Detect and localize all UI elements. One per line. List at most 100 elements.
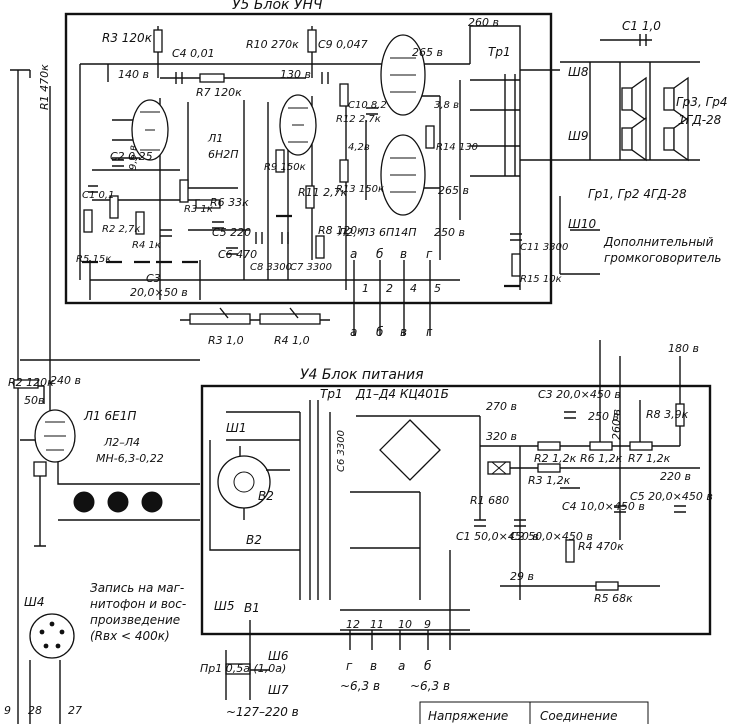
power-transformer: Тр1 bbox=[309, 387, 343, 600]
label-c3-value: 20,0×50 в bbox=[130, 286, 188, 299]
amplifier-block-title: У5 Блок УНЧ bbox=[232, 0, 323, 13]
label-r12: R12 2,7к bbox=[336, 114, 381, 125]
bus-letter-b: б bbox=[376, 247, 384, 261]
edge-pin-28: 28 bbox=[28, 704, 42, 717]
label-c2: C2 0,25 bbox=[110, 150, 153, 163]
bus-letter-b-bottom: б bbox=[376, 325, 384, 339]
label-v63a: ~6,3 в bbox=[340, 679, 380, 693]
label-r3-pot: R3 1,0 bbox=[208, 334, 244, 347]
label-c4: C4 0,01 bbox=[172, 47, 215, 60]
out-letter-v: в bbox=[370, 659, 377, 673]
bus-letter-a: а bbox=[350, 247, 357, 261]
edge-pin-9: 9 bbox=[4, 704, 11, 717]
label-c11: C11 3300 bbox=[520, 242, 568, 253]
power-labels: R1 680 R2 1,2к R3 1,2к R4 470к R5 68к R6… bbox=[456, 342, 713, 605]
speaker-section: C1 1,0 Гр3, Гр4 1ГД-28 Гр1, Гр2 4ГД-28 Ш… bbox=[559, 19, 728, 275]
speaker-gr4-cone-icon bbox=[673, 116, 689, 162]
label-b1: В1 bbox=[244, 601, 260, 615]
tube-l1-section-b bbox=[279, 94, 317, 156]
label-v270: 270 в bbox=[486, 400, 517, 413]
tube-l1 bbox=[131, 99, 169, 161]
label-tr1-amp: Тр1 bbox=[488, 45, 511, 59]
label-v250a: 250 в bbox=[434, 226, 465, 239]
speaker-gr1-cone-icon bbox=[631, 76, 647, 122]
note-extra-speaker-2: громкоговоритель bbox=[604, 251, 722, 265]
amplifier-labels: R3 120к C4 0,01 R10 270к C9 0,047 140 в … bbox=[38, 16, 568, 347]
amplifier-block-frame bbox=[64, 12, 553, 305]
volume-tone-pots bbox=[180, 307, 330, 325]
note-record-2: нитофон и вос- bbox=[90, 597, 186, 611]
bus-number-5: 5 bbox=[434, 282, 441, 295]
label-ind-r2: R2 120к bbox=[8, 376, 54, 389]
label-r10: R10 270к bbox=[246, 38, 299, 51]
label-psu-r7: R7 1,2к bbox=[628, 452, 671, 465]
label-fuse: Пр1 0,5а (1,0а) bbox=[200, 662, 286, 675]
label-gr34-type: 1ГД-28 bbox=[678, 113, 722, 127]
note-record-4: (Rвх < 400к) bbox=[90, 629, 170, 643]
bus-letter-v: в bbox=[400, 247, 407, 261]
pin-11: 11 bbox=[370, 618, 384, 631]
note-extra-speaker-1: Дополнительный bbox=[603, 235, 714, 249]
label-v96: 9,6 в bbox=[128, 145, 139, 170]
label-v265: 265 в bbox=[412, 46, 443, 59]
amplifier-grounds bbox=[82, 214, 520, 288]
label-sh7: Ш7 bbox=[268, 683, 289, 697]
label-psu-c2: C2 50,0×450 в bbox=[510, 530, 593, 543]
speaker-gr1-icon bbox=[621, 87, 633, 111]
label-v130: 130 в bbox=[280, 68, 311, 81]
edge-pin-27: 27 bbox=[68, 704, 82, 717]
label-r1: R1 470к bbox=[38, 64, 51, 110]
neon-lamp-l2-icon bbox=[73, 491, 95, 513]
label-l1: Л1 bbox=[207, 132, 223, 145]
power-components bbox=[474, 403, 686, 591]
label-sh5: Ш5 bbox=[214, 599, 234, 613]
label-v29: 29 в bbox=[510, 570, 534, 583]
label-b2-winding: В2 bbox=[246, 533, 262, 547]
label-diodes: Д1–Д4 КЦ401Б bbox=[355, 387, 449, 401]
bridge-rectifier: Д1–Д4 КЦ401Б C6 3300 bbox=[336, 387, 449, 481]
table-header-voltage: Напряжение bbox=[428, 709, 508, 723]
label-r3-top: R3 120к bbox=[102, 31, 153, 45]
label-c3: C3 bbox=[146, 272, 161, 285]
neon-lamp-l4-icon bbox=[141, 491, 163, 513]
label-psu-r6: R6 1,2к bbox=[580, 452, 623, 465]
power-block-title: У4 Блок питания bbox=[300, 367, 424, 383]
label-v240: 240 в bbox=[50, 374, 81, 387]
label-r6: R6 33к bbox=[210, 196, 249, 209]
label-v320: 320 в bbox=[486, 430, 517, 443]
voltage-selector-switch: Ш1 В2 В2 В1 Ш5 bbox=[214, 421, 290, 615]
label-sh10: Ш10 bbox=[568, 217, 596, 231]
tube-l2 bbox=[380, 34, 426, 116]
label-c9: C9 0,047 bbox=[318, 38, 368, 51]
bus-letter-v-bottom: в bbox=[400, 325, 407, 339]
label-r7: R7 120к bbox=[196, 86, 242, 99]
label-c5: C5 220 bbox=[212, 226, 251, 239]
speaker-gr3-icon bbox=[663, 87, 675, 111]
label-v265b: 265 в bbox=[438, 184, 469, 197]
label-tr1-psu: Тр1 bbox=[320, 387, 343, 401]
label-r4-1k: R4 1к bbox=[132, 240, 161, 251]
label-c7: C7 3300 bbox=[290, 262, 332, 273]
label-ind-50v: 50в bbox=[24, 394, 44, 407]
label-6e1p: Л1 6Е1П bbox=[83, 409, 136, 423]
label-psu-r5: R5 68к bbox=[594, 592, 633, 605]
power-wiring bbox=[209, 340, 700, 650]
label-c10: C10 8,2 bbox=[348, 100, 387, 111]
label-r5: R5 15к bbox=[76, 254, 111, 265]
bus-letter-g: г bbox=[426, 247, 433, 261]
neon-lamp-l3-icon bbox=[107, 491, 129, 513]
label-b2-switch: В2 bbox=[258, 489, 274, 503]
pin-12: 12 bbox=[346, 618, 360, 631]
label-c1-speaker: C1 1,0 bbox=[622, 19, 661, 33]
label-sh6: Ш6 bbox=[268, 649, 289, 663]
label-neon-type: МН-6,3-0,22 bbox=[96, 452, 164, 465]
bus-number-1: 1 bbox=[362, 282, 369, 295]
label-c1: C1 0,1 bbox=[82, 190, 114, 201]
label-c6: C6 470 bbox=[218, 248, 257, 261]
label-psu-r1: R1 680 bbox=[470, 494, 509, 507]
label-psu-r8: R8 3,9к bbox=[646, 408, 689, 421]
note-record-1: Запись на маг- bbox=[90, 581, 184, 595]
label-r11: R11 2,7к bbox=[298, 186, 348, 199]
power-bottom-pins: 12 11 10 9 г в а б ~6,3 в ~6,3 в bbox=[340, 618, 450, 693]
